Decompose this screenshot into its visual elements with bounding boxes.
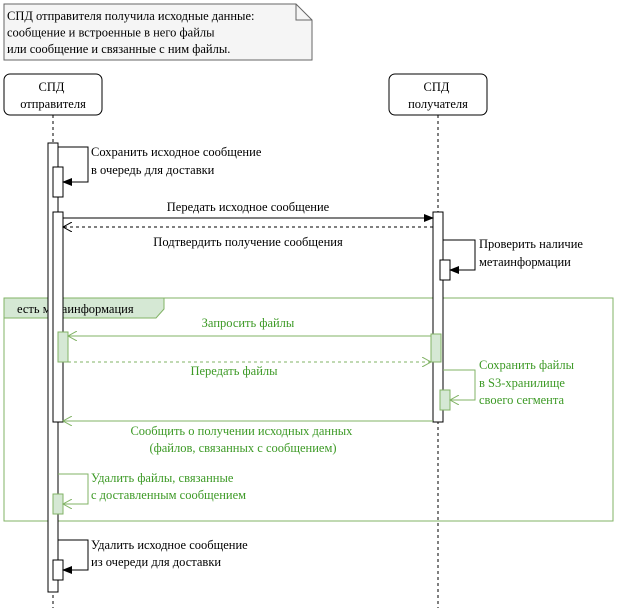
note: СПД отправителя получила исходные данные…: [3, 3, 313, 61]
message-delete-files: Удалить файлы, связанные с доставленным …: [58, 471, 246, 504]
fragment-label-box: [3, 297, 165, 319]
message-request-files-label: Запросить файлы: [202, 316, 295, 330]
message-check-metainfo-label: Проверить наличие метаинформации: [479, 237, 586, 269]
participant-sender-label: СПД отправителя: [20, 80, 86, 111]
activation-sender-delete-files: [52, 493, 64, 515]
message-request-files: Запросить файлы: [68, 316, 431, 336]
message-notify-receipt-label: Сообщить о получении исходных данных (фа…: [130, 424, 355, 455]
message-delete-original-label: Удалить исходное сообщение из очереди дл…: [91, 538, 251, 569]
note-shape: [3, 3, 313, 61]
activation-receiver-s3: [439, 389, 451, 411]
message-save-original-label: Сохранить исходное сообщение в очередь д…: [91, 145, 265, 177]
message-notify-receipt-label-bg: [118, 423, 370, 459]
message-send-original: Передать исходное сообщение: [63, 200, 434, 222]
message-check-metainfo-arrow: [443, 239, 476, 274]
note-fold: [295, 4, 312, 21]
participant-receiver-label: СПД получателя: [408, 80, 468, 111]
message-check-metainfo: Проверить наличие метаинформации: [443, 237, 586, 274]
activation-sender-save: [52, 166, 64, 198]
activation-sender-delete: [52, 559, 64, 581]
message-save-original: Сохранить исходное сообщение в очередь д…: [58, 145, 265, 186]
note-text: СПД отправителя получила исходные данные…: [7, 9, 258, 56]
activation-receiver-files: [430, 333, 442, 363]
message-delete-files-label: Удалить файлы, связанные с доставленным …: [91, 471, 246, 502]
message-save-files-s3-arrow: [443, 369, 476, 400]
message-save-files-s3-label: Сохранить файлы в S3-хранилище своего се…: [479, 358, 577, 407]
message-notify-receipt: Сообщить о получении исходных данных (фа…: [63, 421, 433, 459]
fragment-metainfo: есть метаинформация: [3, 297, 614, 522]
message-delete-files-arrow: [58, 473, 89, 504]
message-delete-original: Удалить исходное сообщение из очереди дл…: [58, 538, 251, 574]
fragment-label: есть метаинформация: [17, 302, 134, 316]
message-send-original-label: Передать исходное сообщение: [167, 200, 330, 214]
message-send-files: Передать файлы: [68, 362, 431, 378]
message-send-files-label: Передать файлы: [190, 364, 278, 378]
participant-sender: СПД отправителя: [3, 73, 103, 116]
message-confirm-receipt: Подтвердить получение сообщения: [63, 227, 433, 249]
message-delete-original-arrow: [58, 539, 89, 574]
message-save-original-arrow: [58, 146, 89, 186]
activation-receiver-check: [439, 259, 451, 281]
activation-sender-files: [57, 331, 69, 363]
participant-receiver: СПД получателя: [388, 73, 488, 116]
activation-receiver-main: [432, 211, 444, 423]
activation-sender-exchange: [52, 211, 64, 423]
message-confirm-receipt-label: Подтвердить получение сообщения: [153, 235, 343, 249]
message-save-files-s3: Сохранить файлы в S3-хранилище своего се…: [443, 358, 577, 407]
fragment-frame: [3, 297, 614, 522]
